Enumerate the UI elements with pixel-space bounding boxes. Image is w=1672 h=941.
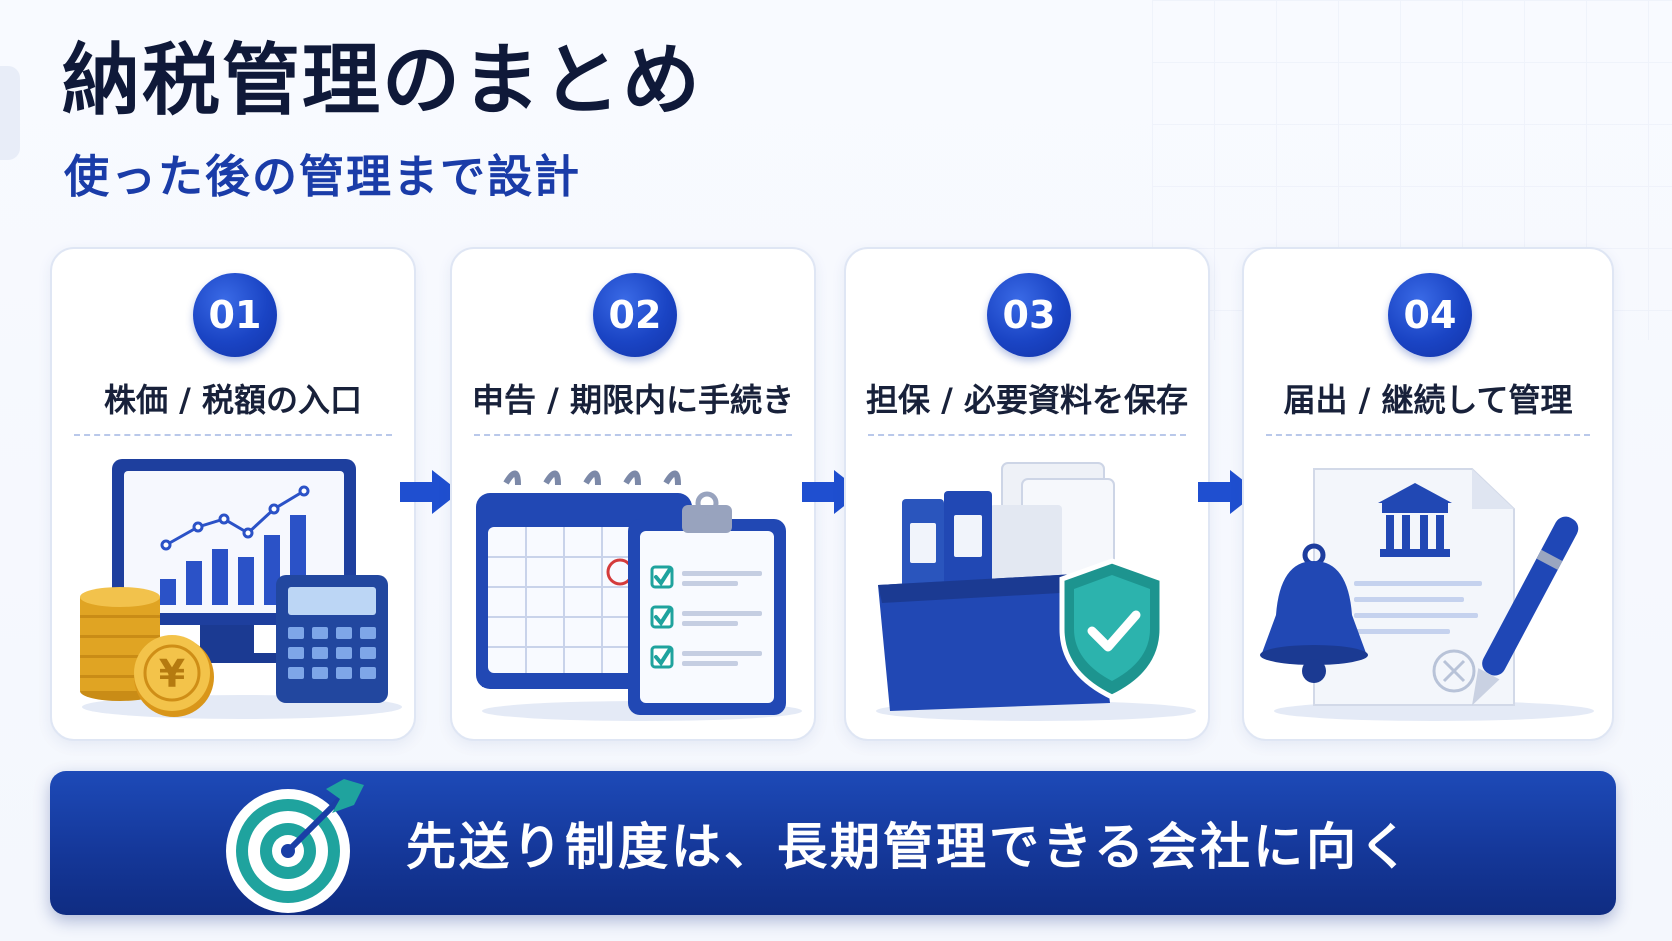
step-label: 株価 / 税額の入口 [104,381,362,419]
step-card-4: 04 届出 / 継続して管理 [1242,247,1614,741]
step-number-badge: 01 [193,273,277,357]
step-number-badge: 02 [593,273,677,357]
document-bell-pen-icon [1260,468,1594,721]
calendar-checklist-icon [476,470,802,721]
step-card-1: 01 株価 / 税額の入口 ¥ [50,247,416,741]
card-divider [1266,434,1590,436]
step-label: 届出 / 継続して管理 [1283,381,1573,419]
svg-text:¥: ¥ [159,652,185,696]
step-number-badge: 04 [1388,273,1472,357]
card-divider [74,434,392,436]
step-card-3: 03 担保 / 必要資料を保存 [844,247,1210,741]
step-number-badge: 03 [987,273,1071,357]
card-divider [474,434,792,436]
monitor-chart-coins-calculator-icon: ¥ [80,459,402,719]
step-label: 担保 / 必要資料を保存 [866,381,1188,419]
step-label: 申告 / 期限内に手続き [472,381,794,419]
page-title: 納税管理のまとめ [62,35,703,126]
conclusion-banner: 先送り制度は、長期管理できる会社に向く [50,771,1616,915]
page-subtitle: 使った後の管理まで設計 [64,150,582,203]
step-card-2: 02 申告 / 期限内に手続き [450,247,816,741]
target-arrow-icon [226,779,364,913]
flow-arrow-icon [400,470,460,514]
side-tab [0,66,20,160]
card-divider [868,434,1186,436]
conclusion-text: 先送り制度は、長期管理できる会社に向く [406,818,1412,876]
document-box-shield-icon [876,462,1196,721]
